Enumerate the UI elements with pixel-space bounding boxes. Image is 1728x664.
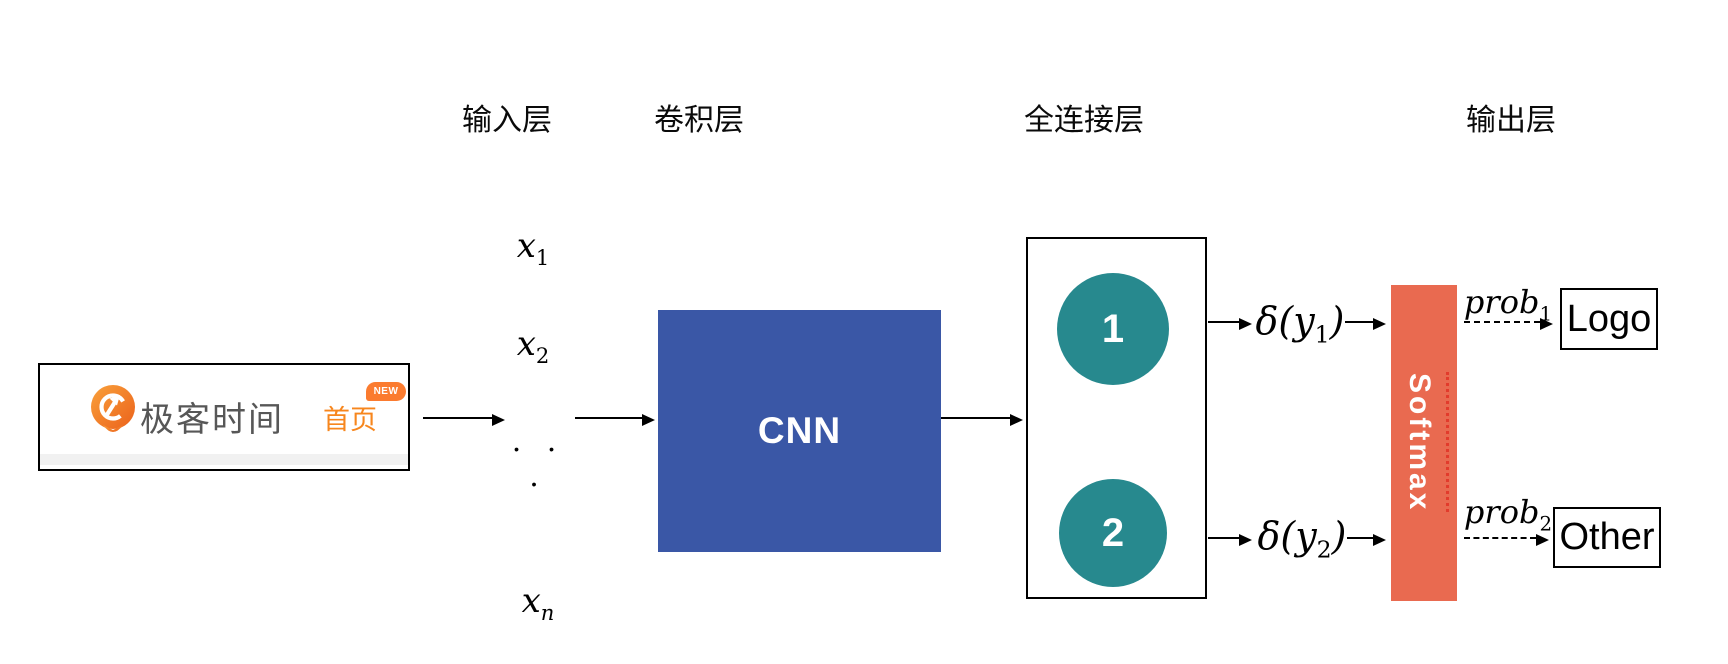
arrow-input-to-cnn (575, 414, 655, 426)
input-x2: x2 (516, 324, 550, 368)
arrow-cnn-to-fc (941, 414, 1023, 426)
arrow-fc-to-delta1 (1208, 318, 1252, 330)
geektime-brand-text: 极客时间 (140, 401, 284, 439)
label-conv-layer: 卷积层 (654, 104, 744, 137)
label-input-layer: 输入层 (462, 104, 552, 137)
delta-y2: δ(y2) (1257, 514, 1347, 564)
neuron-1: 1 (1057, 273, 1169, 385)
new-badge: NEW (366, 382, 406, 401)
geektime-home-nav: 首页 (323, 405, 377, 435)
arrow-softmax-to-logo (1464, 318, 1553, 330)
softmax-dotted-line (1446, 372, 1449, 512)
arrow-sample-to-input (423, 414, 505, 426)
label-output-layer: 输出层 (1466, 104, 1556, 137)
softmax-label: Softmax (1403, 373, 1436, 513)
neuron-2: 2 (1059, 479, 1167, 587)
delta-y1: δ(y1) (1255, 299, 1345, 349)
output-other-box: Other (1553, 507, 1661, 568)
prob2-label: prob2 (1463, 493, 1553, 536)
input-x1: x1 (516, 226, 550, 270)
cnn-block: CNN (658, 310, 941, 552)
input-ellipsis: . . . (511, 424, 565, 494)
label-fc-layer: 全连接层 (1024, 104, 1144, 137)
output-logo-box: Logo (1560, 288, 1658, 350)
input-xn: xn (521, 581, 555, 625)
geektime-bottom-bar (40, 454, 408, 465)
arrow-delta1-to-softmax (1345, 318, 1386, 330)
geektime-logo-icon (91, 385, 135, 432)
fully-connected-block: 1 2 (1026, 237, 1207, 599)
arrow-softmax-to-other (1464, 534, 1549, 546)
arrow-delta2-to-softmax (1347, 534, 1386, 546)
arrow-fc-to-delta2 (1208, 534, 1252, 546)
cnn-label: CNN (757, 410, 842, 451)
input-sample-screenshot: 极客时间 首页 NEW (38, 363, 410, 471)
